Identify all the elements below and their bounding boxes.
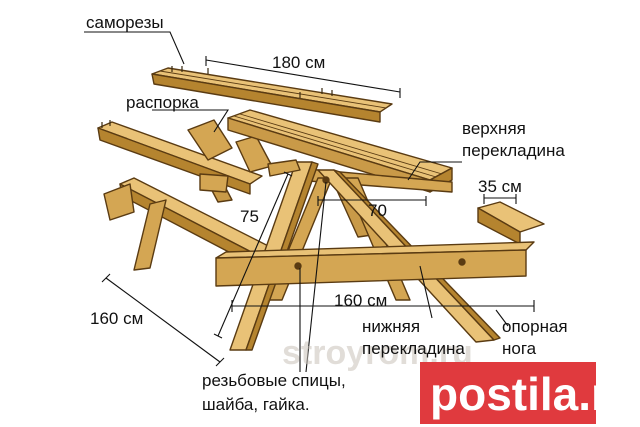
loose-top-plank-seam xyxy=(159,70,387,109)
label-lower-crossbar-1: нижняя xyxy=(362,317,420,336)
left-bench-block xyxy=(103,183,135,221)
screws-leader xyxy=(84,31,185,65)
svg-text:postila.ru: postila.ru xyxy=(430,368,637,420)
label-leg-span: 160 см xyxy=(334,291,387,310)
screw-marks xyxy=(101,66,333,128)
table-structure xyxy=(97,66,545,351)
label-screws: саморезы xyxy=(86,13,164,32)
bolt-lower-left xyxy=(294,262,302,270)
label-top-length: 180 см xyxy=(272,53,325,72)
label-threaded-rods-1: резьбовые спицы, xyxy=(202,371,346,390)
label-support-leg-1: опорная xyxy=(502,317,568,336)
dim-180-line xyxy=(205,59,401,93)
label-bench-length: 160 см xyxy=(90,309,143,328)
label-brace: распорка xyxy=(126,93,199,112)
support-leg-leader xyxy=(495,309,509,327)
dim-75-line xyxy=(217,173,289,337)
brace-leader xyxy=(152,109,230,133)
label-top-width: 35 см xyxy=(478,177,522,196)
brace xyxy=(187,119,233,161)
left-bench-leg xyxy=(133,199,167,271)
loose-top-plank-side xyxy=(151,73,381,123)
dim-160-bench-line xyxy=(105,277,221,363)
label-upper-crossbar-2: перекладина xyxy=(462,141,565,160)
lower-crossbar-front xyxy=(215,249,527,287)
table-top-seam-2 xyxy=(233,115,437,178)
lower-crossbar-leader xyxy=(419,265,433,319)
rear-bench-seat-end xyxy=(199,173,229,193)
bolt-lower-right xyxy=(458,258,466,266)
threaded-rods-leader-2 xyxy=(305,181,327,373)
table-top-seam-1 xyxy=(239,113,443,175)
label-threaded-rods-2: шайба, гайка. xyxy=(202,395,310,414)
upper-crossbar-leader xyxy=(407,161,462,181)
label-lower-crossbar-2: перекладина xyxy=(362,339,465,358)
table-top-side-edge xyxy=(227,117,431,193)
label-leg-75: 75 xyxy=(240,207,259,226)
label-inner-70: 70 xyxy=(368,201,387,220)
watermark-postila: postila.ru xyxy=(420,362,637,424)
label-support-leg-2: нога xyxy=(502,339,537,358)
leader-lines xyxy=(84,31,535,373)
a-frame-upper-beam xyxy=(267,159,301,177)
label-upper-crossbar-1: верхняя xyxy=(462,119,526,138)
